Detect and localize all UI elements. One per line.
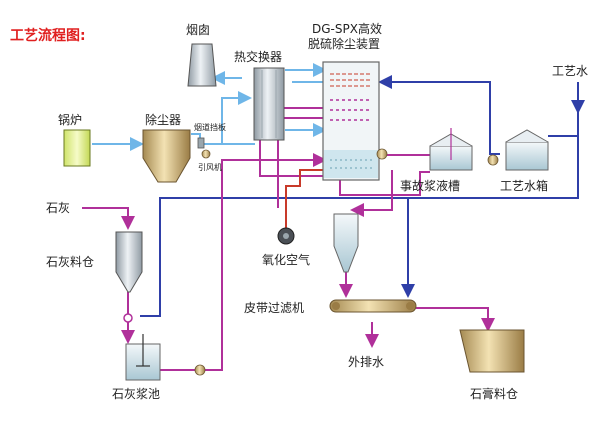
- hydrocyclone: [333, 213, 359, 273]
- desulfurizer-label-1: DG-SPX高效: [312, 21, 382, 36]
- process-water-lines: [140, 75, 585, 317]
- lime-label: 石灰: [46, 201, 70, 215]
- flue-damper-label: 烟道挡板: [194, 122, 226, 132]
- lime-silo: 石灰料仓: [46, 231, 143, 323]
- boiler: 锅炉: [58, 112, 91, 167]
- emergency-slurry-tank: 事故浆液槽: [400, 128, 473, 193]
- gypsum-silo-label: 石膏料仓: [470, 386, 518, 401]
- lime-slurry-pump: [194, 364, 206, 376]
- boiler-label: 锅炉: [58, 112, 82, 127]
- water-pump: [487, 154, 499, 166]
- heat-exchanger: 热交换器: [234, 49, 285, 141]
- dust-collector-label: 除尘器: [145, 112, 181, 127]
- induced-fan-label: 引风机: [198, 162, 222, 172]
- lime-slurry-tank: 石灰浆池: [112, 334, 161, 401]
- tower-pump: [376, 148, 388, 160]
- belt-filter: 皮带过滤机: [244, 299, 417, 315]
- lime-silo-label: 石灰料仓: [46, 255, 94, 269]
- dust-collector: 除尘器: [142, 112, 191, 183]
- oxidation-air-line: [285, 163, 342, 228]
- heat-exchanger-label: 热交换器: [234, 49, 282, 64]
- induced-fan: 引风机: [198, 149, 222, 172]
- desulfurizer-tower: DG-SPX高效 脱硫除尘装置: [308, 21, 382, 181]
- gypsum-silo: 石膏料仓: [459, 329, 525, 401]
- lime-slurry-tank-label: 石灰浆池: [112, 386, 160, 401]
- drain-water-label: 外排水: [348, 355, 384, 369]
- flue-gas-lines: [92, 63, 327, 151]
- diagram-title: 工艺流程图:: [10, 27, 86, 44]
- process-water-tank: 工艺水箱: [500, 129, 549, 193]
- process-water-tank-label: 工艺水箱: [500, 178, 548, 193]
- oxidation-blower: [277, 227, 295, 245]
- desulfurizer-label-2: 脱硫除尘装置: [308, 36, 380, 51]
- belt-filter-label: 皮带过滤机: [244, 301, 304, 315]
- process-water-label: 工艺水: [552, 64, 588, 78]
- chimney-label: 烟囱: [186, 23, 210, 37]
- oxidation-air-label: 氧化空气: [262, 252, 310, 267]
- chimney: 烟囱: [186, 23, 217, 87]
- flue-damper: 烟道挡板: [194, 122, 226, 149]
- emergency-tank-label: 事故浆液槽: [400, 178, 460, 193]
